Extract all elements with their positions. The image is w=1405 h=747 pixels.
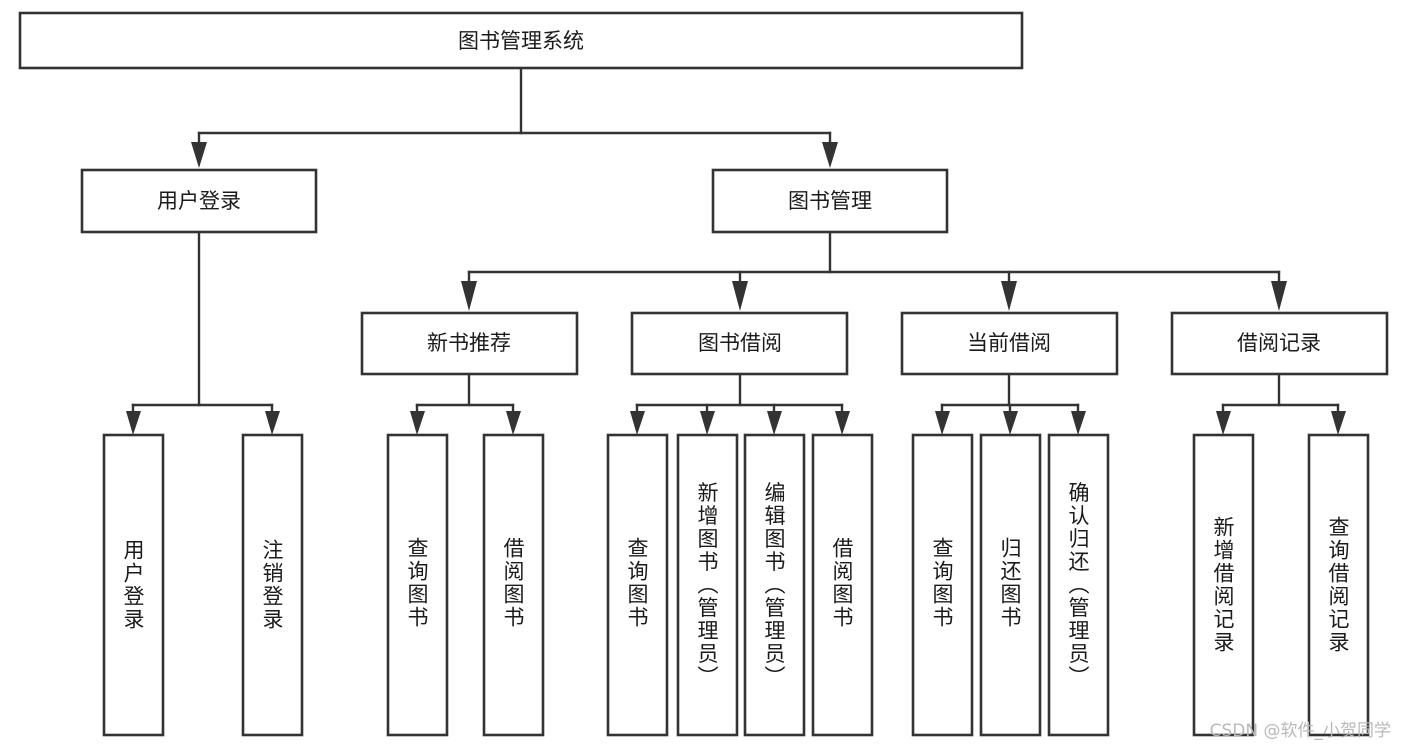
node-new-book-recommend-box[interactable] [360, 311, 579, 376]
node-current-borrow[interactable]: 当前借阅 [900, 311, 1119, 376]
arrowhead-user-login [191, 142, 207, 168]
node-leaf-add-record-label: 新增借阅记录 [1211, 516, 1235, 654]
node-user-login-box[interactable] [80, 168, 318, 234]
node-leaf-borrow-book-1[interactable]: 借阅图书 [482, 433, 545, 737]
node-leaf-user-login[interactable]: 用户登录 [102, 433, 165, 737]
arrowhead-book-borrow [732, 281, 748, 311]
node-borrow-record-box[interactable] [1170, 311, 1389, 376]
node-leaf-logout-login-box[interactable] [241, 433, 304, 737]
node-leaf-query-book-3-box[interactable] [911, 433, 974, 737]
node-leaf-borrow-book-1-label: 借阅图书 [501, 537, 525, 629]
node-leaf-borrow-book-2-box[interactable] [811, 433, 874, 737]
node-leaf-add-book-box[interactable] [676, 433, 739, 737]
node-borrow-record[interactable]: 借阅记录 [1170, 311, 1389, 376]
arrowhead-leaf-add-book [700, 411, 715, 435]
node-leaf-confirm-return-box[interactable] [1047, 433, 1110, 737]
node-user-login-label: 用户登录 [157, 189, 241, 213]
node-borrow-record-label: 借阅记录 [1237, 331, 1321, 355]
node-leaf-query-record-box[interactable] [1307, 433, 1370, 737]
node-current-borrow-label: 当前借阅 [967, 331, 1051, 355]
watermark-text: CSDN @软件_小贺同学 [1209, 721, 1391, 741]
arrowhead-leaf-borrow-book-1 [506, 411, 521, 435]
arrowhead-borrow-record [1271, 281, 1287, 311]
node-leaf-query-book-1[interactable]: 查询图书 [386, 433, 449, 737]
node-leaf-return-book-label: 归还图书 [998, 537, 1022, 629]
node-user-login[interactable]: 用户登录 [80, 168, 318, 234]
node-leaf-confirm-return[interactable]: 确认归还（管理员） [1047, 433, 1110, 737]
node-root-label: 图书管理系统 [458, 29, 584, 53]
node-leaf-logout-login[interactable]: 注销登录 [241, 433, 304, 737]
edge-group [126, 66, 1346, 435]
node-leaf-borrow-book-2[interactable]: 借阅图书 [811, 433, 874, 737]
node-leaf-edit-book-box[interactable] [743, 433, 806, 737]
arrowhead-leaf-borrow-book-2 [835, 411, 850, 435]
node-leaf-confirm-return-label: 确认归还（管理员） [1066, 482, 1090, 689]
node-leaf-user-login-box[interactable] [102, 433, 165, 737]
node-book-borrow-box[interactable] [630, 311, 849, 376]
node-leaf-user-login-label: 用户登录 [121, 539, 145, 631]
node-leaf-return-book-box[interactable] [979, 433, 1042, 737]
arrowhead-book-management [822, 142, 838, 168]
node-leaf-query-record-label: 查询借阅记录 [1326, 516, 1350, 654]
arrowhead-leaf-edit-book [767, 411, 782, 435]
arrowhead-leaf-query-book-1 [410, 411, 425, 435]
node-leaf-query-book-2[interactable]: 查询图书 [606, 433, 669, 737]
node-root[interactable]: 图书管理系统 [18, 11, 1024, 70]
node-leaf-query-book-1-box[interactable] [386, 433, 449, 737]
arrowhead-leaf-query-book-2 [630, 411, 645, 435]
arrowhead-leaf-confirm-return [1071, 411, 1086, 435]
node-leaf-add-record[interactable]: 新增借阅记录 [1192, 433, 1255, 737]
arrowhead-current-borrow [1001, 281, 1017, 311]
node-leaf-edit-book[interactable]: 编辑图书（管理员） [743, 433, 806, 737]
node-leaf-query-book-2-label: 查询图书 [625, 537, 649, 629]
arrowhead-new-book-recommend [461, 281, 477, 311]
node-leaf-edit-book-label: 编辑图书（管理员） [762, 482, 786, 689]
node-new-book-recommend[interactable]: 新书推荐 [360, 311, 579, 376]
node-leaf-query-book-3[interactable]: 查询图书 [911, 433, 974, 737]
node-leaf-query-record[interactable]: 查询借阅记录 [1307, 433, 1370, 737]
node-current-borrow-box[interactable] [900, 311, 1119, 376]
node-book-management[interactable]: 图书管理 [711, 168, 949, 234]
node-leaf-query-book-1-label: 查询图书 [405, 537, 429, 629]
node-book-management-box[interactable] [711, 168, 949, 234]
node-leaf-add-book[interactable]: 新增图书（管理员） [676, 433, 739, 737]
arrowhead-leaf-query-book-3 [935, 411, 950, 435]
node-leaf-query-book-3-label: 查询图书 [930, 537, 954, 629]
node-book-borrow[interactable]: 图书借阅 [630, 311, 849, 376]
node-leaf-add-record-box[interactable] [1192, 433, 1255, 737]
node-root-box[interactable] [18, 11, 1024, 70]
node-book-management-label: 图书管理 [788, 189, 872, 213]
arrowhead-leaf-return-book [1003, 411, 1018, 435]
node-leaf-return-book[interactable]: 归还图书 [979, 433, 1042, 737]
arrowhead-leaf-user-login [126, 411, 141, 435]
node-book-borrow-label: 图书借阅 [698, 331, 782, 355]
arrowhead-leaf-logout-login [265, 411, 280, 435]
node-leaf-borrow-book-1-box[interactable] [482, 433, 545, 737]
arrowhead-leaf-add-record [1216, 411, 1231, 435]
node-leaf-query-book-2-box[interactable] [606, 433, 669, 737]
node-leaf-logout-login-label: 注销登录 [260, 539, 284, 631]
node-leaf-borrow-book-2-label: 借阅图书 [830, 537, 854, 629]
node-new-book-recommend-label: 新书推荐 [427, 331, 511, 355]
node-leaf-add-book-label: 新增图书（管理员） [695, 482, 719, 689]
arrowhead-leaf-query-record [1331, 411, 1346, 435]
